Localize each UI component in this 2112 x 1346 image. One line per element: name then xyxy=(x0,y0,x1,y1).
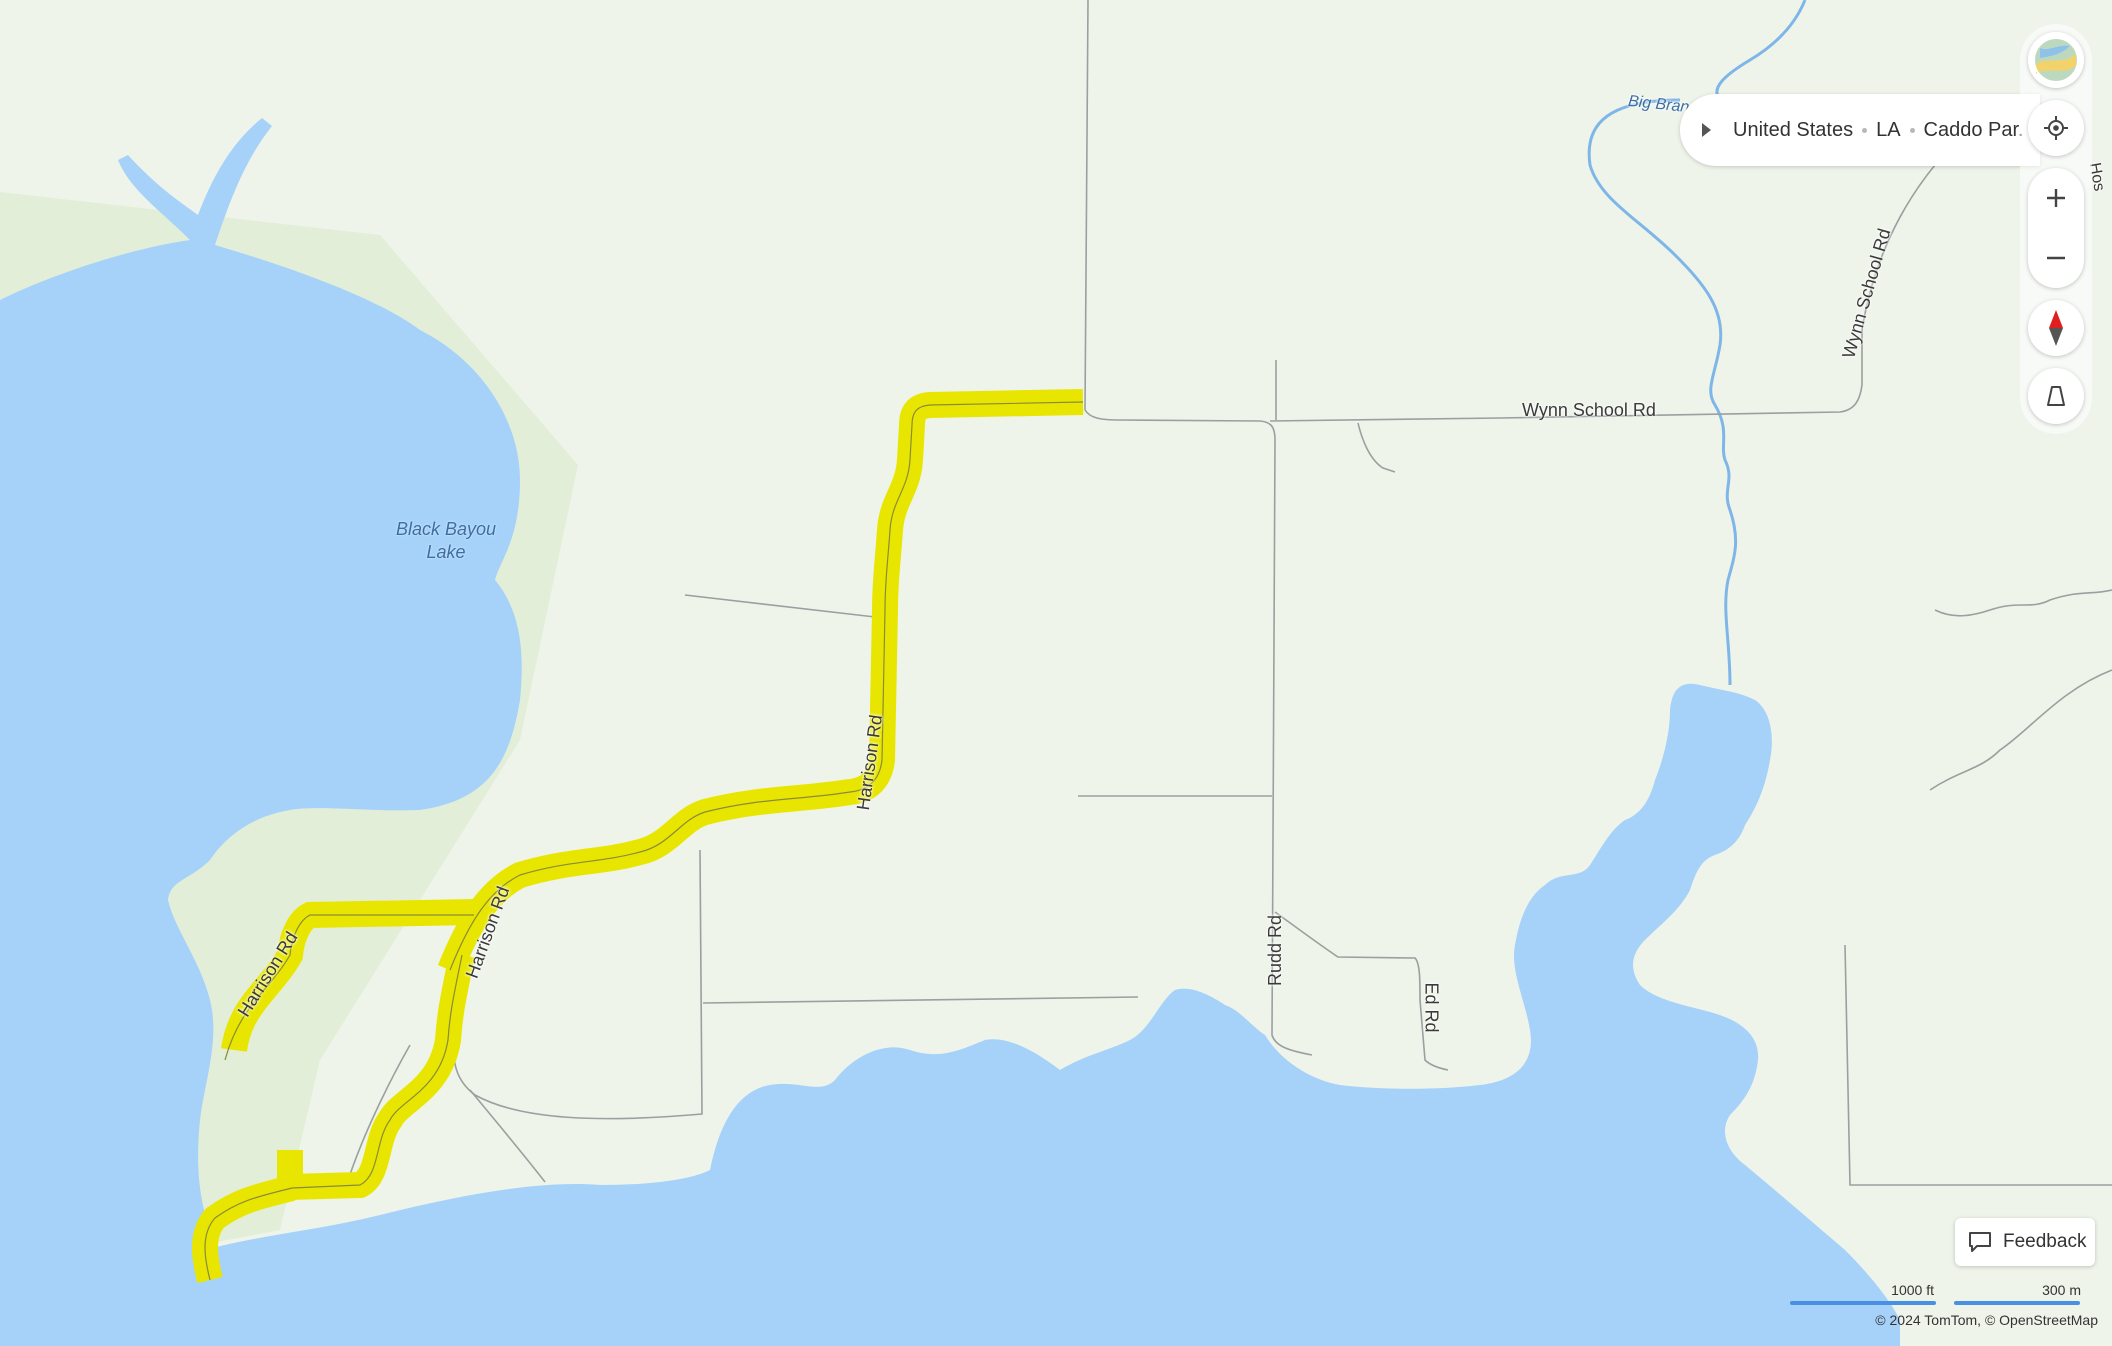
minus-icon xyxy=(2047,256,2065,260)
zoom-in-button[interactable] xyxy=(2028,168,2084,228)
feedback-label: Feedback xyxy=(2003,1231,2087,1252)
plus-icon xyxy=(2047,189,2065,207)
speech-bubble-icon xyxy=(1969,1232,1991,1252)
breadcrumb-state[interactable]: LA xyxy=(1876,118,1901,141)
scale-metric-bar xyxy=(1954,1301,2080,1305)
wynn-school-rd-label: Wynn School Rd xyxy=(1522,400,1656,420)
zoom-control xyxy=(2028,168,2084,288)
compass-button[interactable] xyxy=(2028,300,2084,356)
scale-metric-label: 300 m xyxy=(2042,1282,2081,1298)
scale-imperial-label: 1000 ft xyxy=(1891,1282,1934,1298)
south-bay xyxy=(180,683,1900,1346)
breadcrumb-country[interactable]: United States xyxy=(1733,118,1854,141)
breadcrumb-parish[interactable]: Caddo Par. xyxy=(1923,118,2024,141)
breadcrumb-separator xyxy=(1909,127,1915,133)
map-style-globe-icon xyxy=(2033,37,2079,83)
map-attribution[interactable]: © 2024 TomTom, © OpenStreetMap xyxy=(1875,1312,2098,1328)
route-centerline xyxy=(204,401,1084,1281)
breadcrumb-separator xyxy=(1862,127,1868,133)
map-controls xyxy=(2020,24,2092,434)
perspective-button[interactable] xyxy=(2028,368,2084,424)
crosshair-icon xyxy=(2044,116,2068,140)
feedback-button[interactable]: Feedback xyxy=(1955,1218,2095,1266)
zoom-out-button[interactable] xyxy=(2028,228,2084,288)
map-scale: 1000 ft 300 m xyxy=(1786,1278,2096,1308)
big-branch-river xyxy=(1587,0,1807,686)
map-style-button[interactable] xyxy=(2028,32,2084,88)
location-breadcrumb[interactable]: United States LA Caddo Par. xyxy=(1680,94,2040,166)
compass-icon xyxy=(2049,310,2063,346)
locate-me-button[interactable] xyxy=(2028,100,2084,156)
ed-rd-label: Ed Rd xyxy=(1421,982,1442,1033)
tilt-icon xyxy=(2047,386,2065,406)
black-bayou-lake xyxy=(0,118,522,1346)
rudd-rd-label: Rudd Rd xyxy=(1265,914,1286,987)
scale-imperial-bar xyxy=(1790,1301,1936,1305)
expand-triangle-icon[interactable] xyxy=(1702,123,1711,137)
